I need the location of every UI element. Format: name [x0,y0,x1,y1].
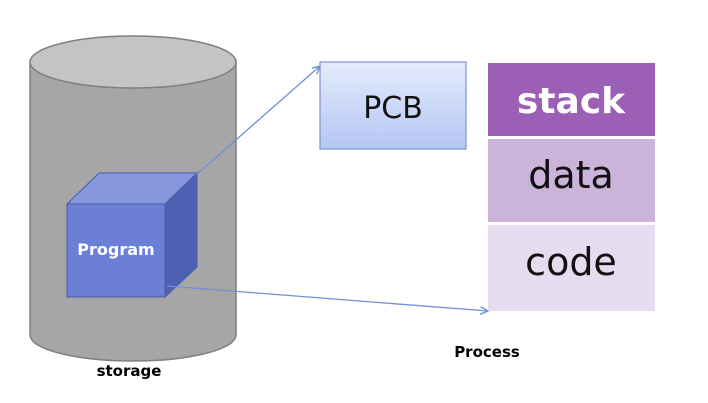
cube-front-face [66,203,166,298]
storage-label: storage [97,362,162,380]
process-label: Process [454,343,520,361]
segment-data [488,139,655,222]
pcb-label: PCB [363,91,423,126]
arrow-to-pcb [195,66,320,176]
arrow-to-process [166,285,488,311]
segment-stack-label: stack [517,81,626,122]
segment-stack [488,63,655,136]
pcb-box: PCB [319,61,467,150]
segment-code-label: code [525,240,617,284]
segment-data-label: data [528,153,614,197]
cylinder-top [29,35,237,89]
program-label: Program [77,240,154,259]
program-cube: Program [65,171,199,299]
segment-code [488,225,655,311]
process-memory: stack data code [488,63,655,311]
